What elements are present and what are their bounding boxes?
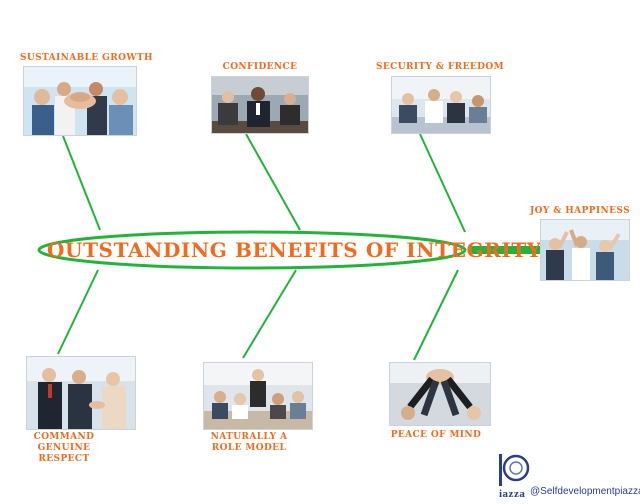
- benefit-label-joy-happiness: Joy & Happiness: [529, 206, 631, 216]
- team-hands-together-photo: [23, 66, 137, 136]
- high-five-photo: [389, 362, 491, 426]
- celebrating-team-photo: [540, 219, 630, 281]
- social-handle[interactable]: @Selfdevelopmentpiazza: [530, 486, 640, 497]
- benefit-label-peace-of-mind: Peace of Mind: [390, 430, 482, 440]
- benefit-label-command-genuine-respect: Command Genuine Respect: [33, 432, 95, 464]
- benefit-label-security-freedom: Security & Freedom: [376, 62, 504, 72]
- piazza-logo-text: iazza: [499, 488, 526, 500]
- handshake-photo: [26, 356, 136, 430]
- presentation-photo: [203, 362, 313, 430]
- piazza-logo-icon: [499, 454, 530, 486]
- benefit-label-sustainable-growth: Sustainable Growth: [20, 53, 153, 63]
- benefit-label-naturally-a-role-model: Naturally A Role Model: [210, 432, 288, 453]
- office-teamwork-photo: [391, 76, 491, 134]
- benefit-label-confidence: Confidence: [222, 62, 298, 72]
- business-meeting-photo: [211, 76, 309, 134]
- diagram-title: Outstanding Benefits of Integrity: [47, 238, 542, 262]
